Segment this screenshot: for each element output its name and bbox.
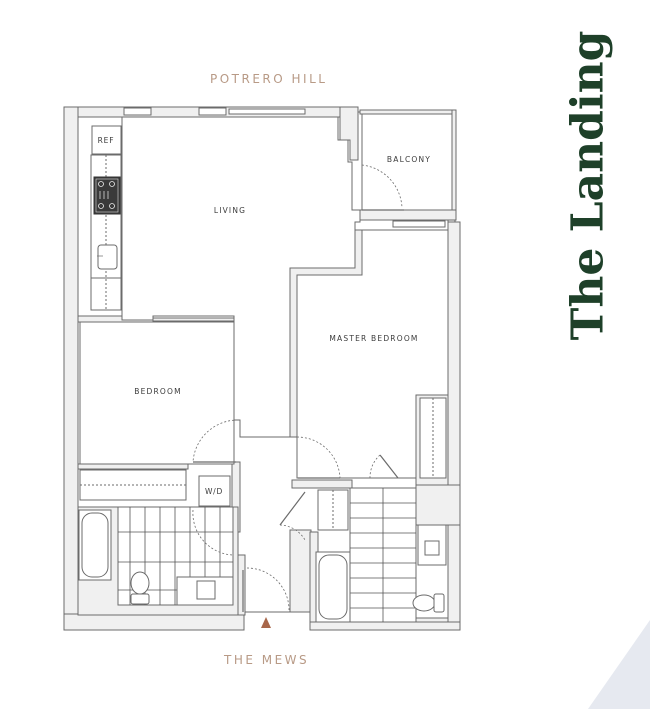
master-toilet-icon [412, 594, 436, 612]
refrigerator-label: REF [98, 136, 115, 145]
room-label-balcony: BALCONY [387, 155, 431, 164]
master-bathroom [315, 397, 447, 623]
room-label-bedroom: BEDROOM [134, 387, 182, 396]
entry-marker-icon [261, 617, 271, 628]
orientation-bottom-label: THE MEWS [224, 653, 310, 667]
living-room [121, 116, 361, 438]
bedroom-room [79, 321, 235, 465]
room-label-master-bedroom: MASTER BEDROOM [329, 334, 418, 343]
room-label-living: LIVING [214, 206, 246, 215]
washer-dryer-label: W/D [205, 487, 223, 496]
kitchen-sink-icon [97, 244, 118, 270]
balcony-area [361, 113, 453, 211]
orientation-top-label: POTRERO HILL [210, 72, 328, 86]
toilet-icon [130, 571, 150, 595]
stove-icon [93, 176, 121, 215]
bathroom-1 [77, 506, 239, 616]
washer-dryer [198, 475, 231, 507]
refrigerator [91, 125, 122, 155]
